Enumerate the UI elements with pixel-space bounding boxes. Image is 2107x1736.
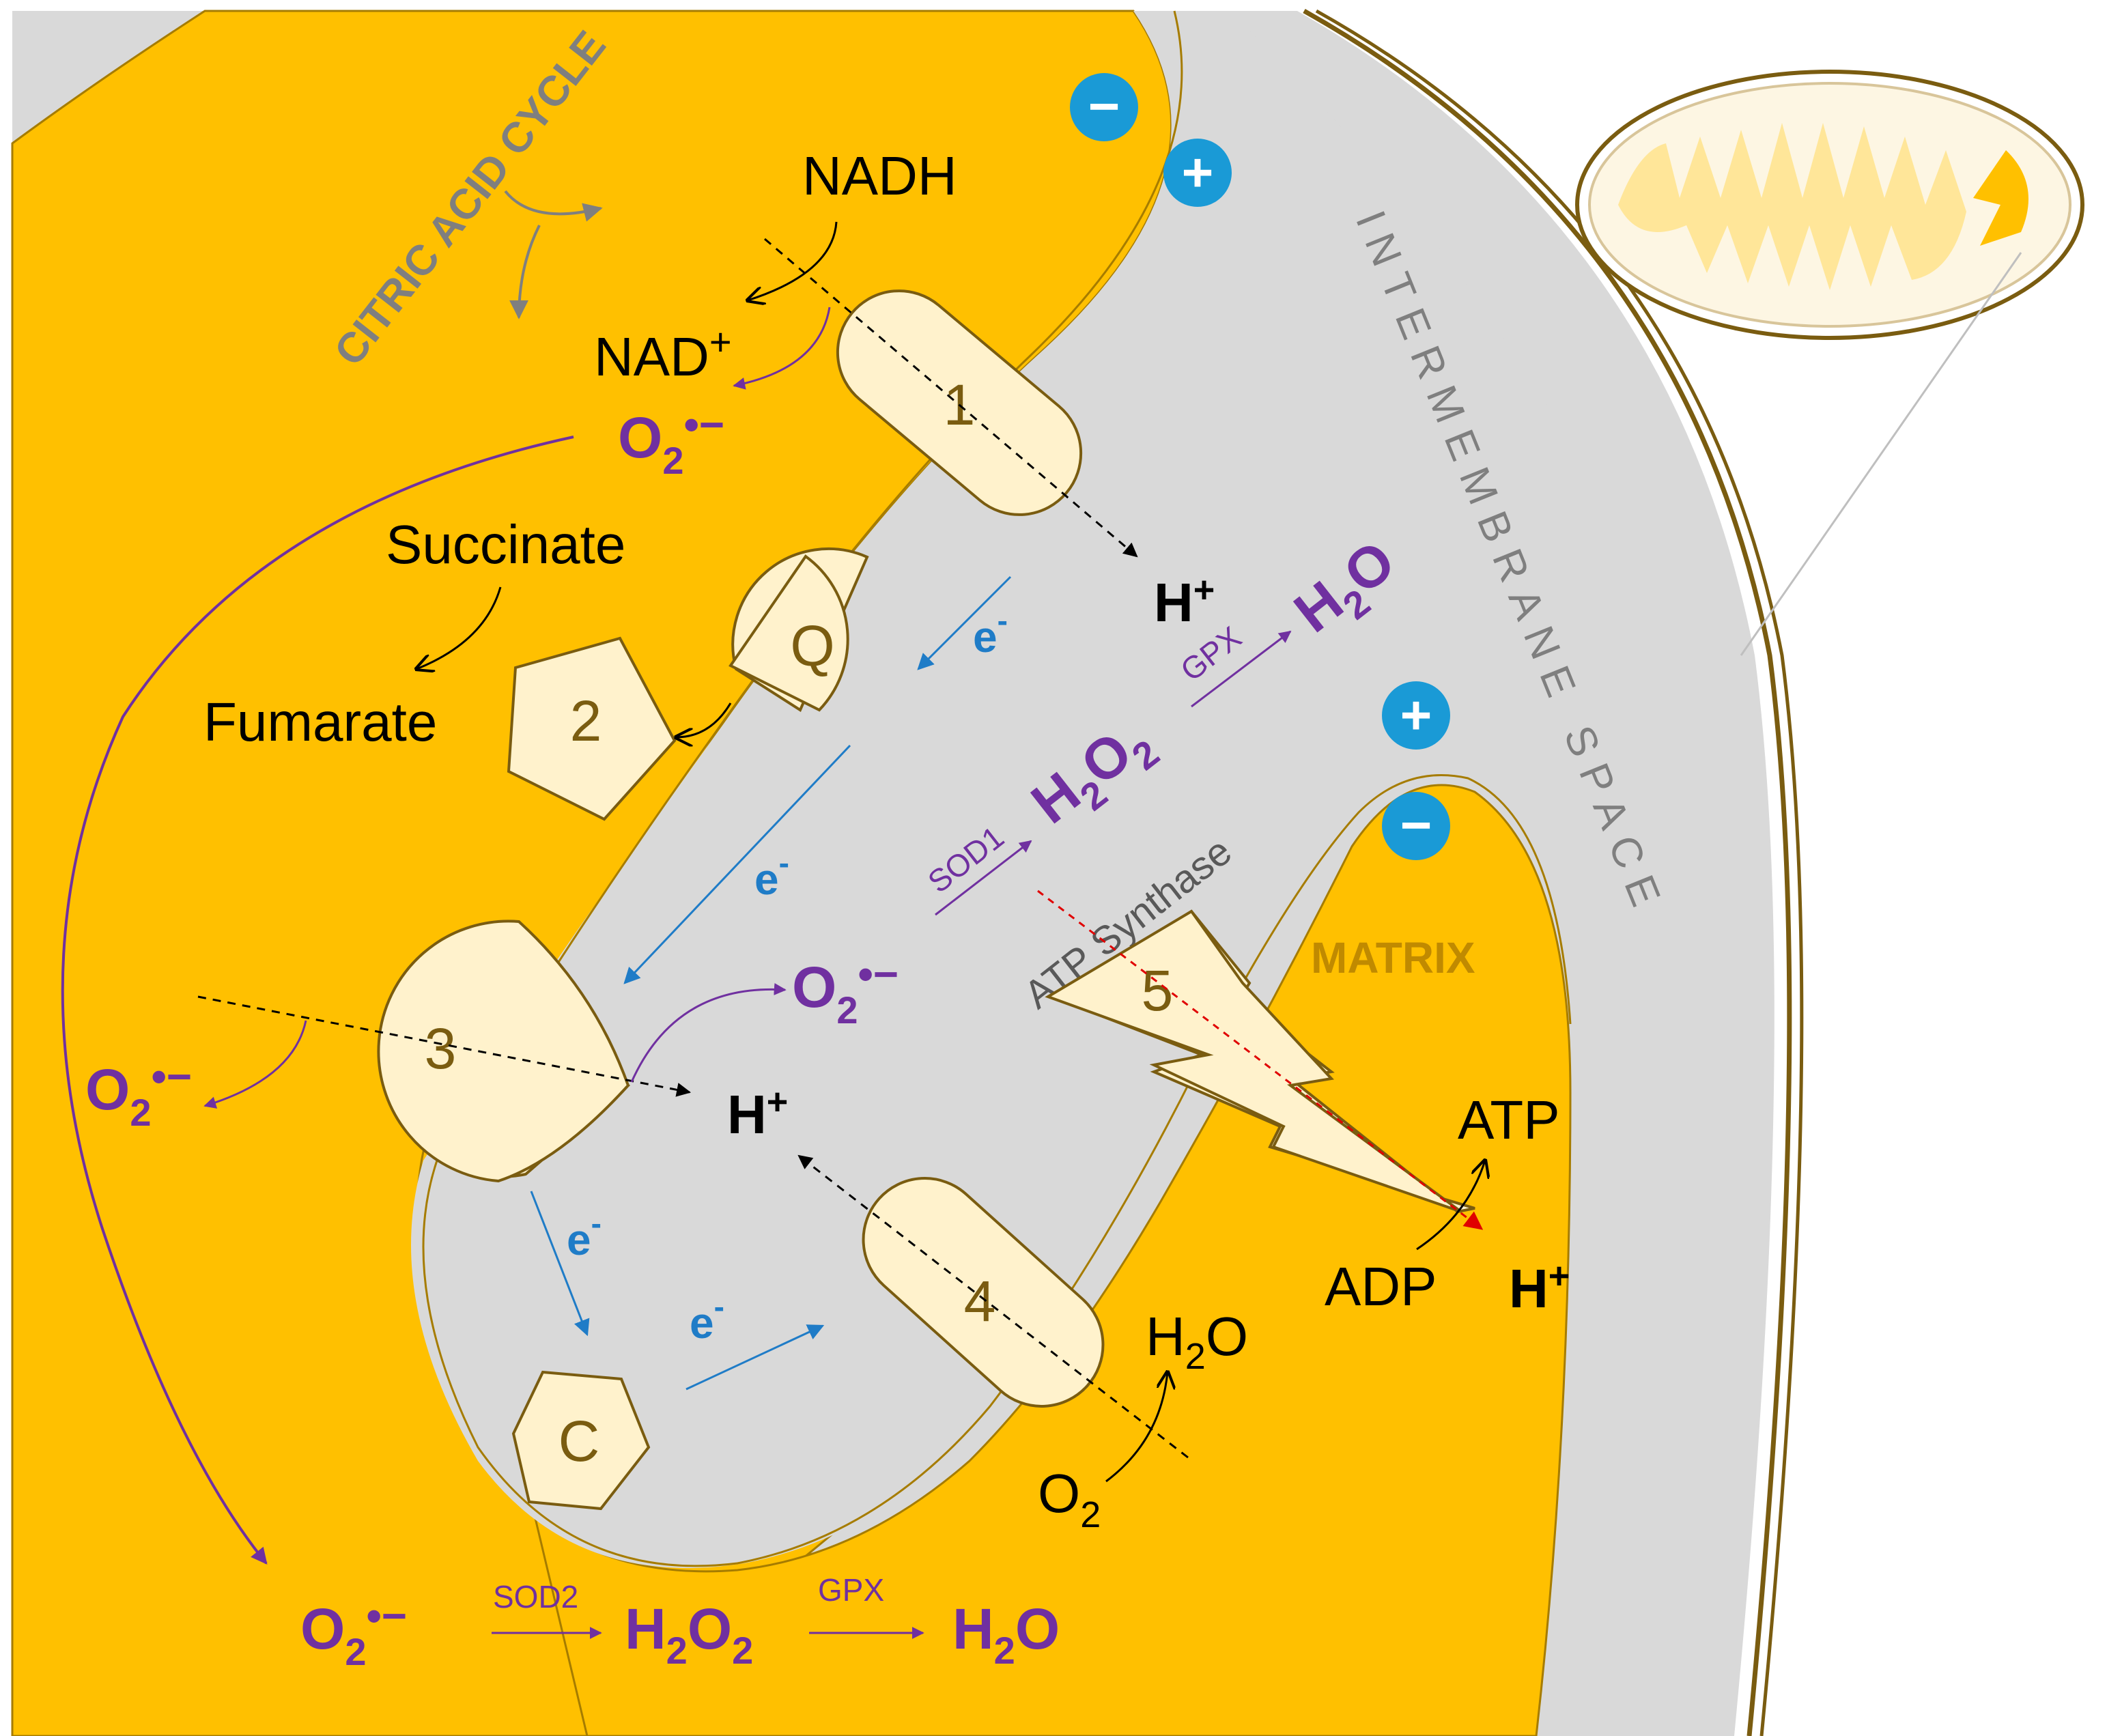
complex-4-proton-path bbox=[797, 1154, 1189, 1459]
adp-to-atp-arrow bbox=[1416, 1161, 1485, 1251]
electron-arrow-4 bbox=[685, 1324, 825, 1391]
svg-text:+: + bbox=[1182, 142, 1214, 203]
electron-arrow-2 bbox=[623, 744, 851, 984]
sod1-arrow bbox=[935, 840, 1032, 916]
electron-arrow-1 bbox=[917, 575, 1012, 670]
svg-text:4: 4 bbox=[964, 1269, 996, 1333]
citric-acid-cycle-arrows bbox=[504, 190, 603, 222]
fumarate-label: Fumarate bbox=[203, 692, 437, 752]
water-label: H2O bbox=[1146, 1306, 1248, 1377]
atp-label: ATP bbox=[1458, 1090, 1560, 1150]
complex-4: 4 bbox=[862, 1177, 1105, 1408]
proton-complex-1: H+ bbox=[1154, 569, 1215, 633]
electron-arrow-3 bbox=[530, 1191, 590, 1337]
svg-text:−: − bbox=[1088, 76, 1120, 137]
electron-label-2: e- bbox=[754, 845, 789, 904]
superoxide-complex-3-matrix: O2•− bbox=[85, 1052, 192, 1134]
svg-text:2: 2 bbox=[570, 689, 602, 753]
atp-synthase-complex-5: 5 bbox=[1045, 909, 1475, 1214]
electron-label-1: e- bbox=[973, 603, 1008, 661]
charge-minus-badge-right: − bbox=[1382, 792, 1450, 860]
svg-text:Q: Q bbox=[790, 614, 834, 678]
gpx-arrow-ims bbox=[1191, 630, 1292, 708]
complex-3: 3 bbox=[377, 920, 631, 1183]
hydrogen-peroxide-matrix: H2O2 bbox=[625, 1597, 753, 1672]
charge-minus-badge-top: − bbox=[1070, 73, 1138, 141]
complex-1-proton-path bbox=[764, 238, 1138, 558]
oxygen-to-water-arrow bbox=[1105, 1372, 1168, 1483]
crista-lumen bbox=[411, 11, 1591, 1568]
svg-text:3: 3 bbox=[425, 1016, 457, 1081]
proton-complex-3-4: H+ bbox=[727, 1081, 788, 1145]
ubiquinone-q: Q bbox=[729, 547, 869, 712]
charge-plus-badge-right: + bbox=[1382, 681, 1450, 750]
cytochrome-c: C bbox=[511, 1370, 651, 1511]
svg-text:5: 5 bbox=[1142, 958, 1174, 1023]
svg-text:−: − bbox=[1400, 795, 1432, 855]
svg-text:C: C bbox=[558, 1409, 600, 1473]
mitochondrion-thumbnail bbox=[1575, 70, 2084, 656]
complex-1: 1 bbox=[836, 289, 1083, 516]
charge-plus-badge-top: + bbox=[1163, 139, 1232, 207]
gpx-label-matrix: GPX bbox=[818, 1572, 884, 1608]
superoxide-to-matrix-arrow bbox=[61, 436, 574, 1565]
nad-label: NAD+ bbox=[594, 320, 732, 387]
succinate-label: Succinate bbox=[386, 514, 625, 575]
oxygen-label: O2 bbox=[1038, 1463, 1101, 1535]
svg-text:+: + bbox=[1400, 685, 1432, 745]
electron-label-4: e- bbox=[690, 1289, 724, 1348]
sod2-label: SOD2 bbox=[493, 1579, 578, 1614]
superoxide-complex-3-ims: O2•− bbox=[792, 950, 899, 1031]
matrix-label: MATRIX bbox=[1311, 933, 1475, 982]
water-matrix: H2O bbox=[952, 1597, 1060, 1672]
outer-membrane-outline bbox=[1303, 8, 1792, 1736]
adp-label: ADP bbox=[1325, 1256, 1437, 1317]
superoxide-complex-1: O2•− bbox=[618, 400, 724, 482]
complex-2: 2 bbox=[507, 636, 677, 821]
atp-synthase-proton-path bbox=[1037, 890, 1484, 1230]
superoxide-matrix: O2•− bbox=[300, 1591, 407, 1673]
nadh-label: NADH bbox=[802, 145, 957, 206]
superoxide-complex-1-arrow bbox=[733, 307, 831, 390]
proton-atp-synthase: H+ bbox=[1509, 1255, 1570, 1319]
electron-label-3: e- bbox=[567, 1206, 602, 1264]
